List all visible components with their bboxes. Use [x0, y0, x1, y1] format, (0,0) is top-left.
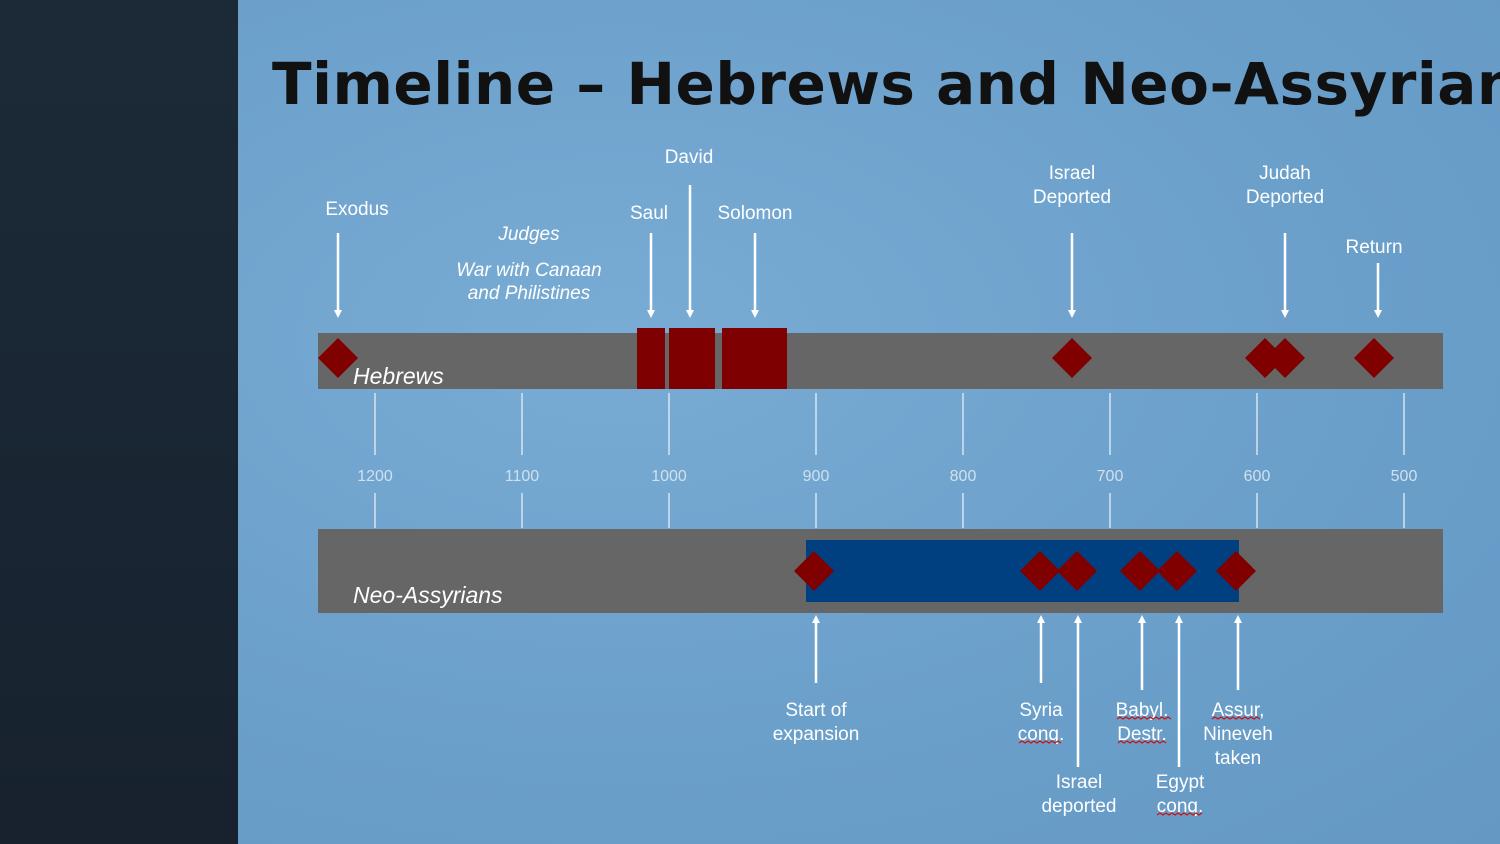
year-axis: 1200 1100 1000 900 800 700 600 500 [357, 393, 1417, 528]
israel-deported-label-line1: Israel [1049, 163, 1095, 184]
exodus-label: Exodus [325, 199, 388, 220]
david-label: David [665, 147, 714, 168]
assur-label-line3: taken [1215, 748, 1261, 769]
axis-tick-label: 1100 [505, 468, 540, 485]
start-of-expansion-marker [794, 551, 834, 591]
axis-tick-label: 600 [1244, 468, 1271, 485]
return-label: Return [1345, 237, 1402, 258]
start-label-line2: expansion [773, 724, 860, 745]
saul-reign-block [637, 328, 665, 389]
solomon-label: Solomon [718, 203, 793, 224]
axis-tick-label: 700 [1097, 468, 1124, 485]
judah-deported-label-line2: Deported [1246, 187, 1324, 208]
spellcheck-underlines [1018, 716, 1261, 816]
babylon-destroyed-marker [1120, 551, 1160, 591]
war-label-line1: War with Canaan [456, 260, 601, 281]
assur-label-line1: Assur, [1212, 700, 1265, 721]
saul-label: Saul [630, 203, 668, 224]
neo-assyrians-label: Neo-Assyrians [353, 582, 503, 608]
egypt-label-line2: conq. [1157, 796, 1203, 817]
war-label-line2: and Philistines [468, 283, 591, 304]
israel-label-line2: deported [1041, 796, 1116, 817]
assyrian-event-markers [794, 551, 1256, 591]
axis-tick-label: 1200 [357, 468, 393, 485]
egypt-conquered-marker [1157, 551, 1197, 591]
hebrews-event-markers [318, 338, 1394, 378]
slide-title: Timeline – Hebrews and Neo-Assyrians [272, 50, 1500, 118]
axis-tick-label: 800 [950, 468, 977, 485]
israel-label-line1: Israel [1056, 772, 1102, 793]
left-dark-panel [0, 0, 238, 844]
israel-deported-marker-assyria [1057, 551, 1097, 591]
israel-deported-label-line2: Deported [1033, 187, 1111, 208]
return-marker [1354, 338, 1394, 378]
david-reign-block [669, 328, 715, 389]
assur-nineveh-taken-marker [1216, 551, 1256, 591]
assur-label-line2: Nineveh [1203, 724, 1273, 745]
start-label-line1: Start of [785, 700, 847, 721]
hebrews-arrows [334, 185, 1382, 318]
judah-deported-marker-2 [1265, 338, 1305, 378]
judges-label: Judges [497, 224, 560, 245]
axis-tick-label: 500 [1391, 468, 1418, 485]
assyrian-arrows [812, 615, 1242, 767]
axis-tick-label: 1000 [651, 468, 687, 485]
egypt-label-line1: Egypt [1156, 772, 1205, 793]
axis-tick-label: 900 [803, 468, 830, 485]
slide-background [238, 0, 1500, 844]
babylon-label-line1: Babyl. [1116, 700, 1169, 721]
syria-label-line1: Syria [1019, 700, 1063, 721]
babylon-label-line2: Destr. [1117, 724, 1167, 745]
judah-deported-label-line1: Judah [1259, 163, 1311, 184]
exodus-marker [318, 338, 358, 378]
solomon-reign-block [722, 328, 787, 389]
israel-deported-marker [1052, 338, 1092, 378]
hebrews-label: Hebrews [353, 363, 444, 389]
syria-conquered-marker [1020, 551, 1060, 591]
syria-label-line2: conq. [1018, 724, 1064, 745]
